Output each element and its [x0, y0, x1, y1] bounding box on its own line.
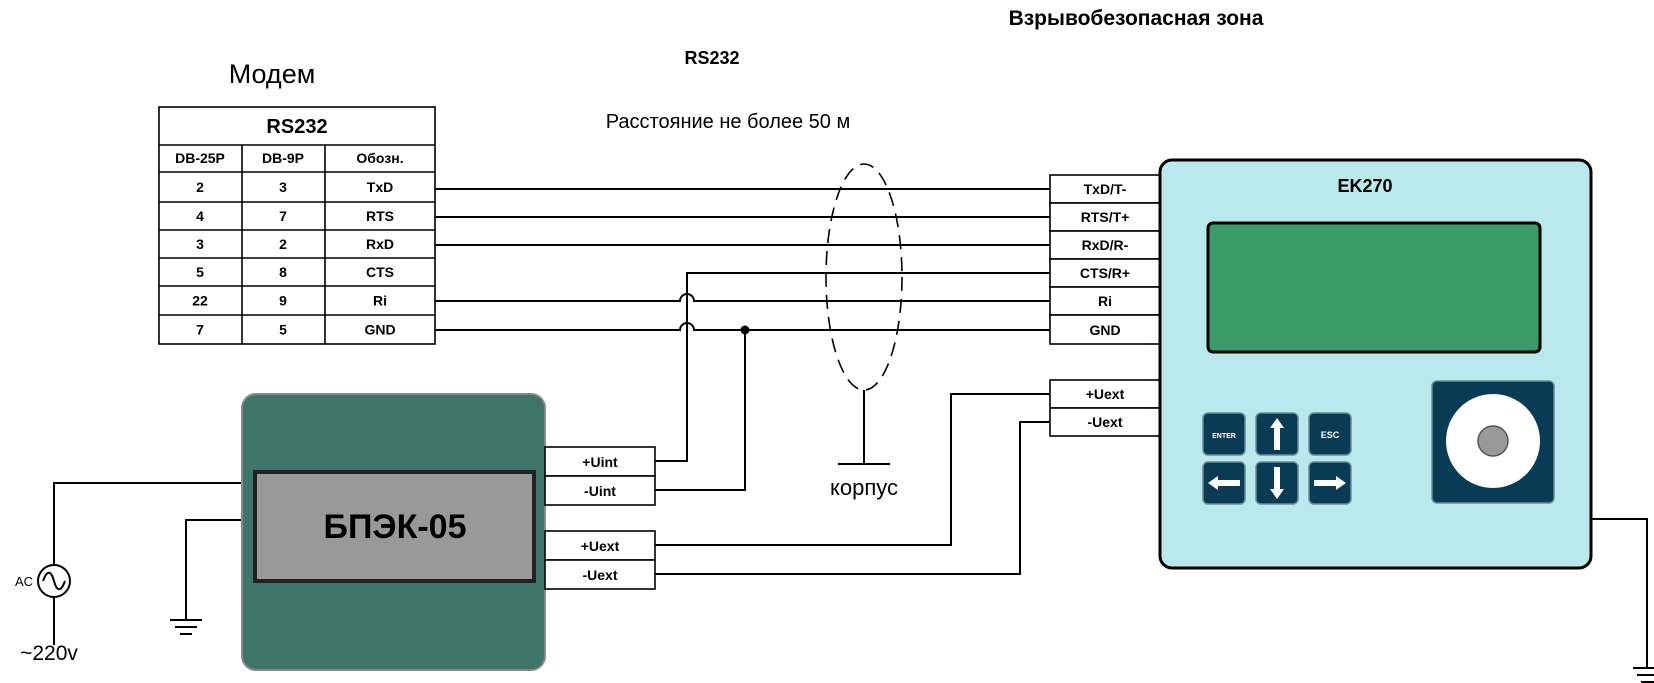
ek270-terminal-uext-plus: +Uext: [1086, 386, 1125, 402]
arrow-left-icon: [1208, 476, 1240, 490]
arrow-down-key[interactable]: [1255, 461, 1299, 505]
ground-icon: [170, 619, 202, 635]
modem-cell-db9: 9: [279, 293, 287, 309]
modem-cell-db9: 8: [279, 264, 287, 280]
modem-cell-db25: 2: [196, 179, 204, 195]
modem-cell-signal: RxD: [366, 236, 394, 252]
modem-rs232-table: [158, 106, 436, 345]
ac-symbol-label: AC: [15, 574, 33, 589]
distance-label: Расстояние не более 50 м: [606, 111, 850, 133]
wire-ri: [435, 293, 1050, 302]
ground-label: корпус: [830, 475, 898, 500]
bpek-terminal-uint-plus: +Uint: [582, 454, 618, 470]
modem-cell-signal: CTS: [366, 264, 394, 280]
ek270-body: [1158, 158, 1593, 570]
ek270-terminal-rts: RTS/T+: [1081, 209, 1130, 225]
arrow-left-key[interactable]: [1202, 461, 1246, 505]
optical-interface: [1431, 380, 1555, 504]
ek270-display: [1206, 221, 1542, 354]
optical-sensor-icon: [1477, 425, 1509, 457]
enter-key[interactable]: ENTER: [1202, 412, 1246, 456]
bpek-terminals: [544, 446, 656, 590]
ek270-terminal-txd: TxD/T-: [1084, 181, 1127, 197]
arrow-right-icon: [1314, 476, 1346, 490]
wire-bpek-ground: [185, 519, 255, 620]
modem-table-title: RS232: [266, 116, 327, 138]
modem-cell-db9: 2: [279, 236, 287, 252]
ek270-terminal-ri: Ri: [1098, 293, 1112, 309]
cable-label: RS232: [684, 48, 739, 68]
ek270-terminal-cts: CTS/R+: [1080, 265, 1130, 281]
bpek-terminal-uint-minus: -Uint: [584, 483, 616, 499]
arrow-right-key[interactable]: [1308, 461, 1352, 505]
ek270-terminal-uext-minus: -Uext: [1087, 414, 1122, 430]
modem-cell-signal: GND: [364, 322, 395, 338]
modem-cell-signal: Ri: [373, 293, 387, 309]
wire-ek270-ground: [1591, 518, 1648, 668]
modem-cell-db9: 7: [279, 208, 287, 224]
modem-cell-signal: TxD: [367, 179, 393, 195]
wire-uext-plus: [655, 393, 1050, 546]
bpek-05-unit: БПЭК-05 +Uint -Uint +Uext -Uext: [241, 393, 656, 671]
bpek-title: БПЭК-05: [324, 508, 467, 546]
arrow-up-icon: [1270, 418, 1284, 450]
modem-header-db25: DB-25P: [175, 150, 225, 166]
ac-source-icon: [37, 564, 71, 598]
modem-header-signal: Обозн.: [356, 150, 403, 166]
modem-cell-db9: 5: [279, 322, 287, 338]
modem-cell-db25: 7: [196, 322, 204, 338]
bpek-terminal-uext-minus: -Uext: [582, 567, 617, 583]
modem-cell-db25: 3: [196, 236, 204, 252]
arrow-up-key[interactable]: [1255, 412, 1299, 456]
modem-cell-db9: 3: [279, 179, 287, 195]
ground-icon: [1633, 667, 1654, 683]
wire-gnd-drop: [655, 330, 746, 491]
enter-key-label: ENTER: [1212, 433, 1236, 440]
modem-header-db9: DB-9P: [262, 150, 304, 166]
ek270-terminal-gnd: GND: [1089, 322, 1120, 338]
ek270-keypad: ENTER ESC: [1202, 412, 1352, 505]
wire-uext-minus: [655, 421, 1050, 575]
modem-title: Модем: [229, 59, 316, 89]
cable-shield: [825, 163, 903, 391]
wire-gnd: [435, 322, 1050, 331]
esc-key-label: ESC: [1321, 430, 1340, 440]
junction-dot: [740, 325, 750, 335]
zone-title: Взрывобезопасная зона: [1009, 7, 1264, 30]
signal-wires: [53, 188, 1648, 668]
bpek-terminal-uext-plus: +Uext: [581, 538, 620, 554]
ek270-terminal-rxd: RxD/R-: [1082, 237, 1129, 253]
modem-cell-signal: RTS: [366, 208, 394, 224]
ek270-terminals: [1049, 174, 1161, 437]
arrow-down-icon: [1270, 467, 1284, 499]
ek270-unit: EK270 TxD/T- RTS/T+ RxD/R- CTS/R+ Ri GND…: [1049, 158, 1593, 570]
modem-cell-db25: 5: [196, 264, 204, 280]
wire-cts: [655, 272, 1050, 462]
ac-voltage: ~220v: [20, 642, 78, 665]
bpek-display: [253, 470, 536, 583]
esc-key[interactable]: ESC: [1308, 412, 1352, 456]
modem-cell-db25: 4: [196, 208, 204, 224]
wire-ac-line: [53, 482, 255, 565]
modem-cell-db25: 22: [192, 293, 208, 309]
ek270-title: EK270: [1337, 176, 1392, 196]
